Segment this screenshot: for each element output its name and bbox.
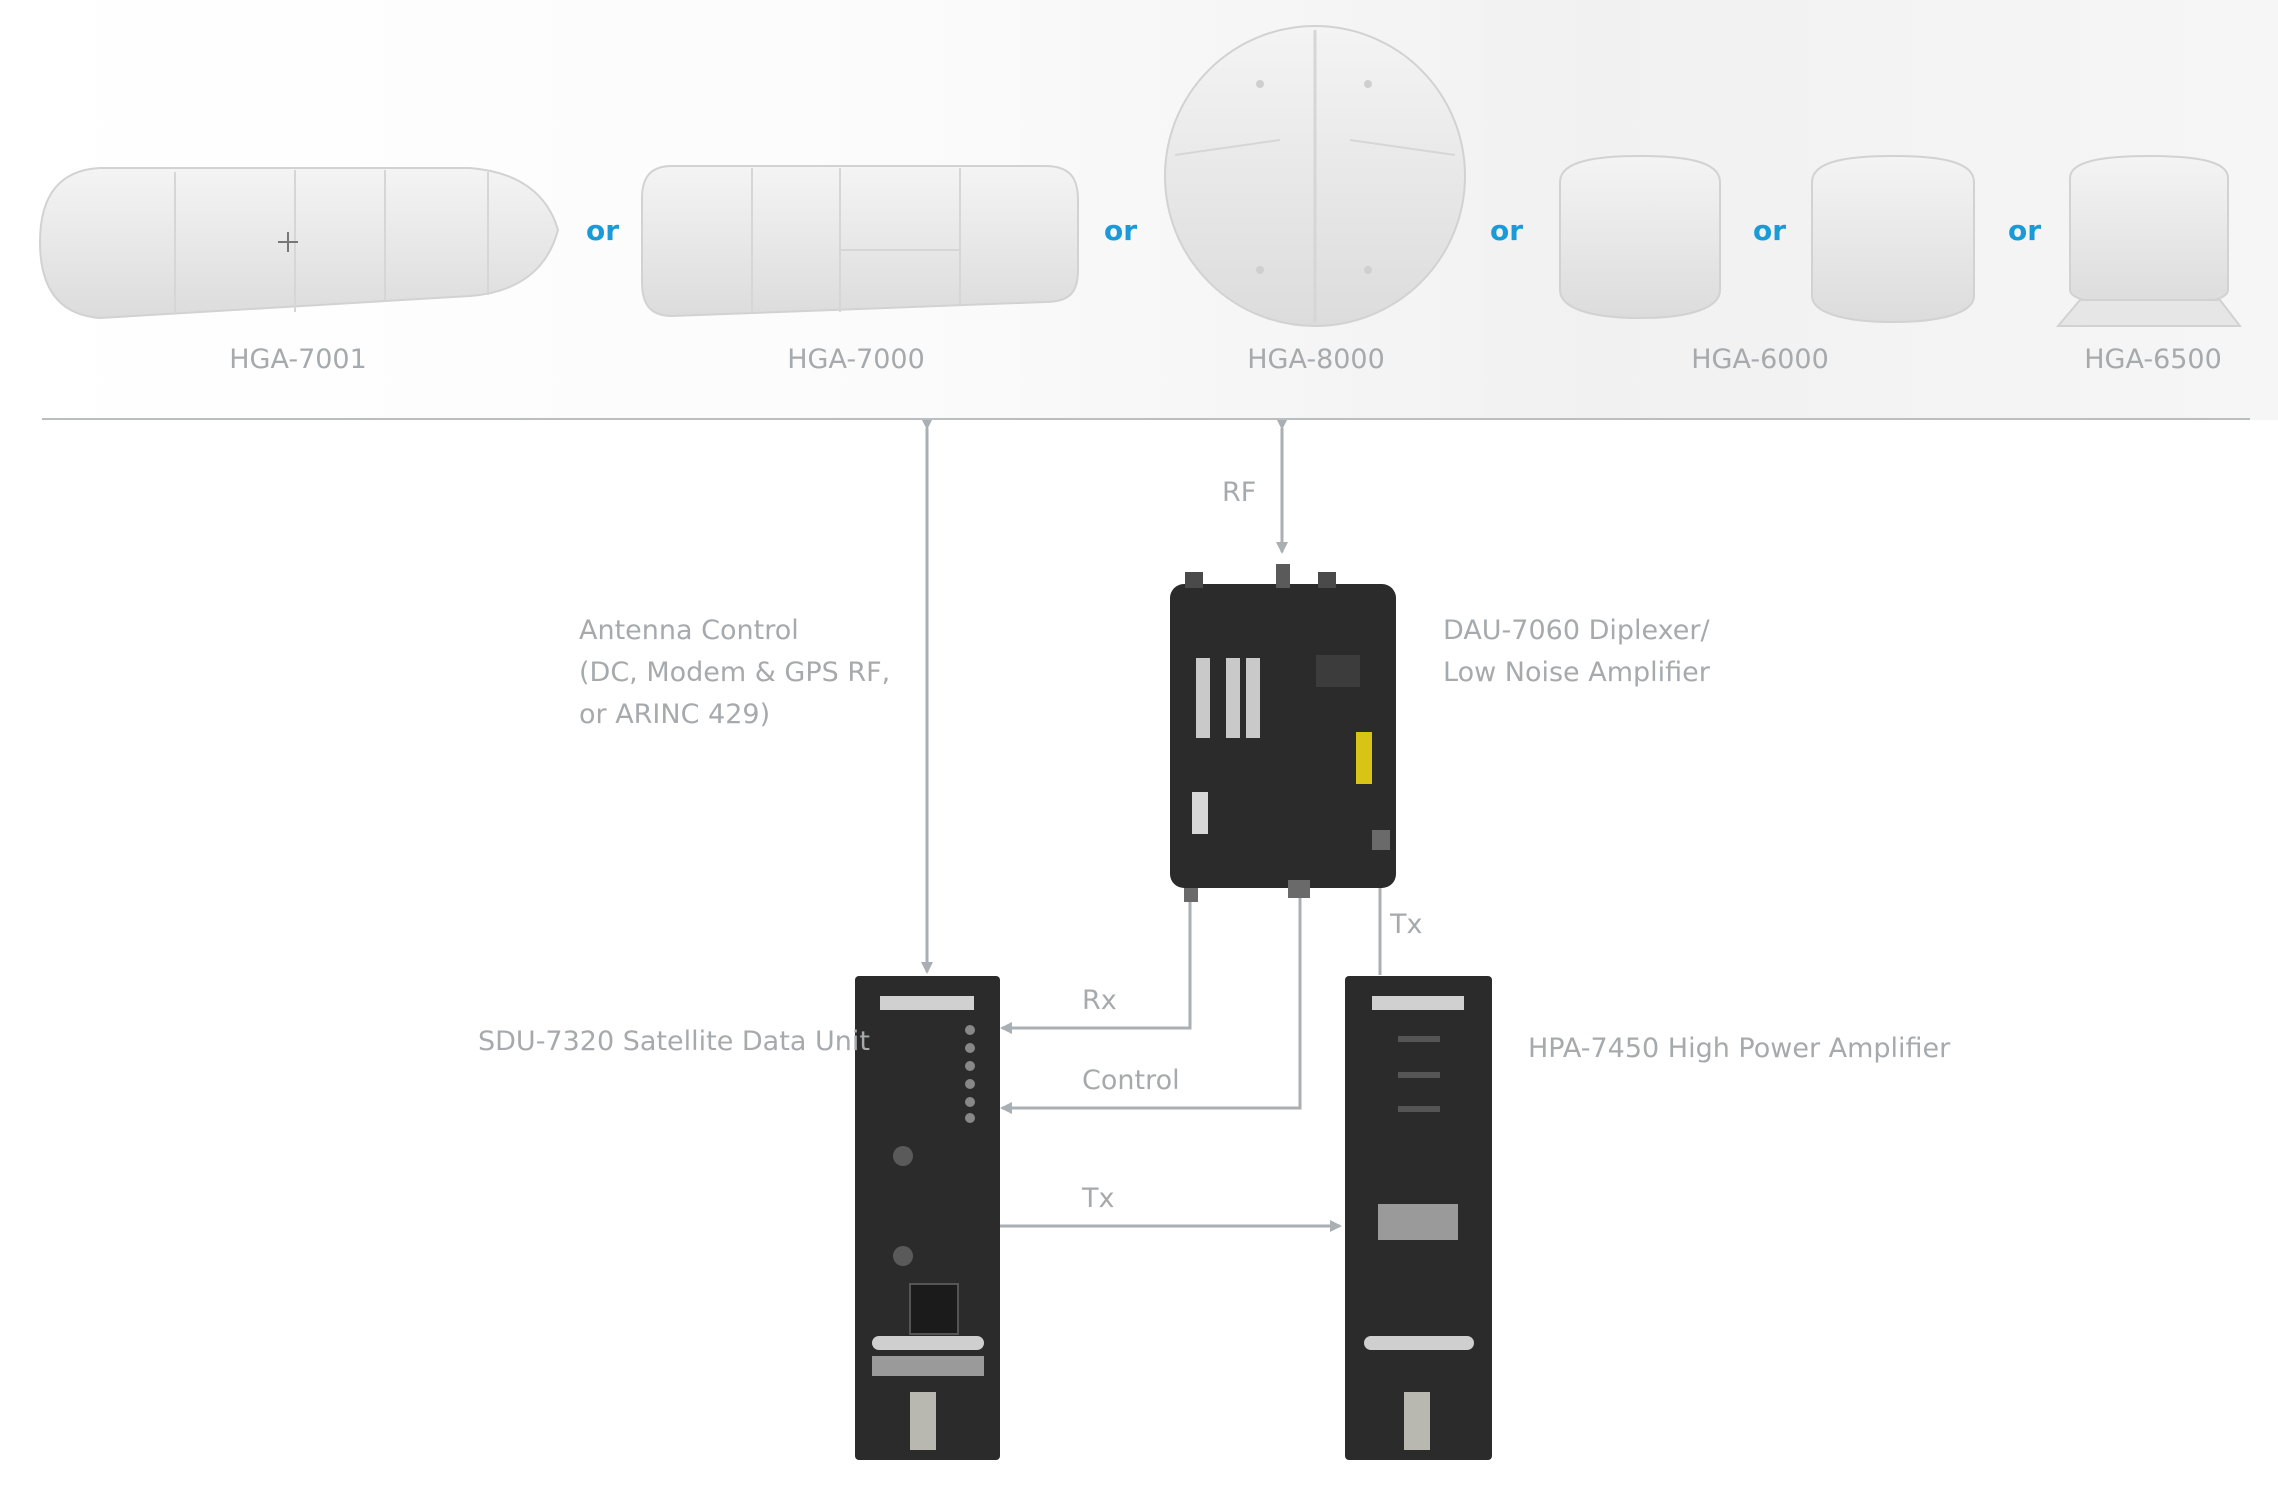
antenna-label-hga-7001: HGA-7001	[229, 344, 367, 375]
antenna-hga-8000	[1164, 25, 1466, 327]
or-connector-1: or	[586, 214, 620, 247]
antenna-label-hga-7000: HGA-7000	[787, 344, 925, 375]
or-connector-3: or	[1490, 214, 1524, 247]
dau-7060-unit	[1170, 564, 1396, 902]
antenna-label-hga-8000: HGA-8000	[1247, 344, 1385, 375]
antenna-label-hga-6000: HGA-6000	[1691, 344, 1829, 375]
hpa-label: HPA-7450 High Power Amplifier	[1528, 1033, 1951, 1064]
antenna-control-line-3: or ARINC 429)	[579, 699, 771, 730]
antenna-hga-6000-right	[1811, 154, 1975, 324]
tx-sdu-hpa-label: Tx	[1082, 1183, 1115, 1214]
antenna-hga-7000	[641, 165, 1079, 318]
rx-line	[1000, 888, 1192, 1034]
tx-hpa-dau-label: Tx	[1390, 909, 1423, 940]
rx-label: Rx	[1082, 985, 1117, 1016]
connector-lines	[921, 418, 1386, 1232]
section-divider	[42, 418, 2250, 420]
dau-label-line-1: DAU-7060 Diplexer/	[1443, 615, 1710, 646]
sdu-label: SDU-7320 Satellite Data Unit	[478, 1026, 870, 1057]
control-label: Control	[1082, 1065, 1180, 1096]
sdu-7320-unit	[855, 976, 1000, 1460]
rf-label: RF	[1222, 477, 1257, 508]
antenna-control-line-2: (DC, Modem & GPS RF,	[579, 657, 891, 688]
antenna-hga-7001	[38, 167, 560, 320]
dau-label-line-2: Low Noise Amplifier	[1443, 657, 1710, 688]
antenna-hga-6000-left	[1559, 154, 1721, 320]
hpa-7450-unit	[1345, 976, 1492, 1460]
or-connector-5: or	[2008, 214, 2042, 247]
antenna-hga-6500	[2055, 154, 2243, 327]
dau-label: DAU-7060 Diplexer/ Low Noise Amplifier	[1443, 610, 1710, 694]
control-line	[1000, 888, 1302, 1114]
or-connector-2: or	[1104, 214, 1138, 247]
or-connector-4: or	[1753, 214, 1787, 247]
antenna-control-line-1: Antenna Control	[579, 615, 799, 646]
antenna-label-hga-6500: HGA-6500	[2084, 344, 2222, 375]
antenna-control-label: Antenna Control (DC, Modem & GPS RF, or …	[579, 610, 890, 736]
